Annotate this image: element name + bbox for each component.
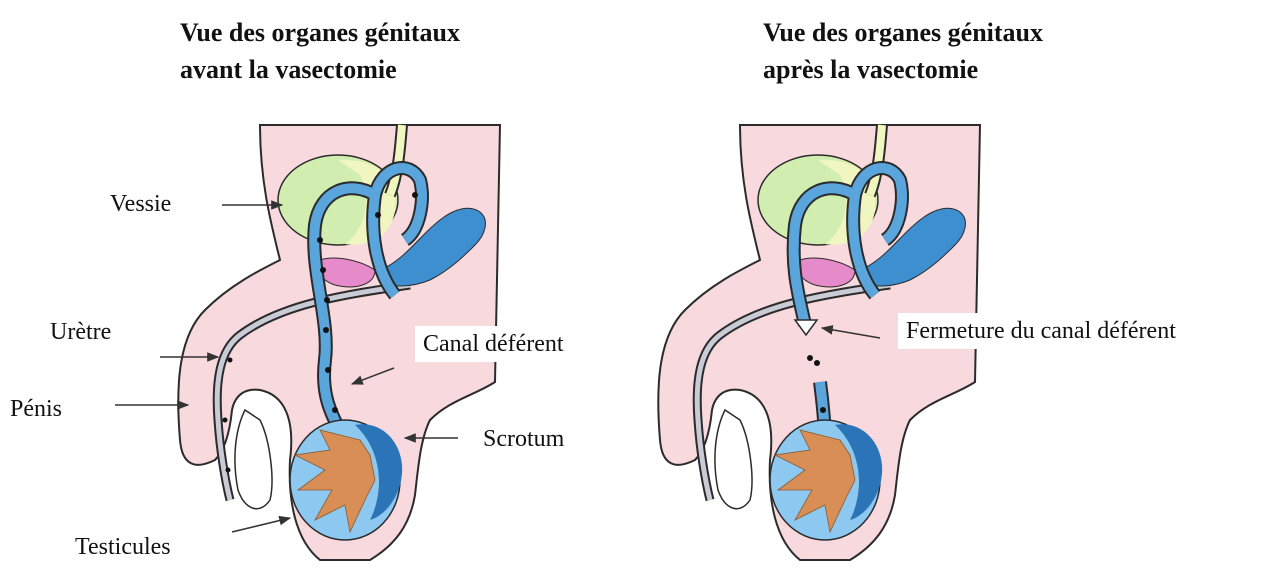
label-scrotum: Scrotum	[483, 425, 564, 453]
label-fermeture: Fermeture du canal déférent	[898, 313, 1184, 349]
label-vessie: Vessie	[110, 190, 171, 218]
label-canal-deferent: Canal déférent	[415, 326, 572, 362]
label-testicules: Testicules	[75, 533, 171, 561]
label-uretre: Urètre	[50, 318, 111, 346]
label-penis: Pénis	[10, 395, 62, 423]
arrow-testicules	[232, 518, 290, 532]
arrow-canal-deferent	[352, 368, 394, 384]
arrow-fermeture	[822, 328, 880, 338]
